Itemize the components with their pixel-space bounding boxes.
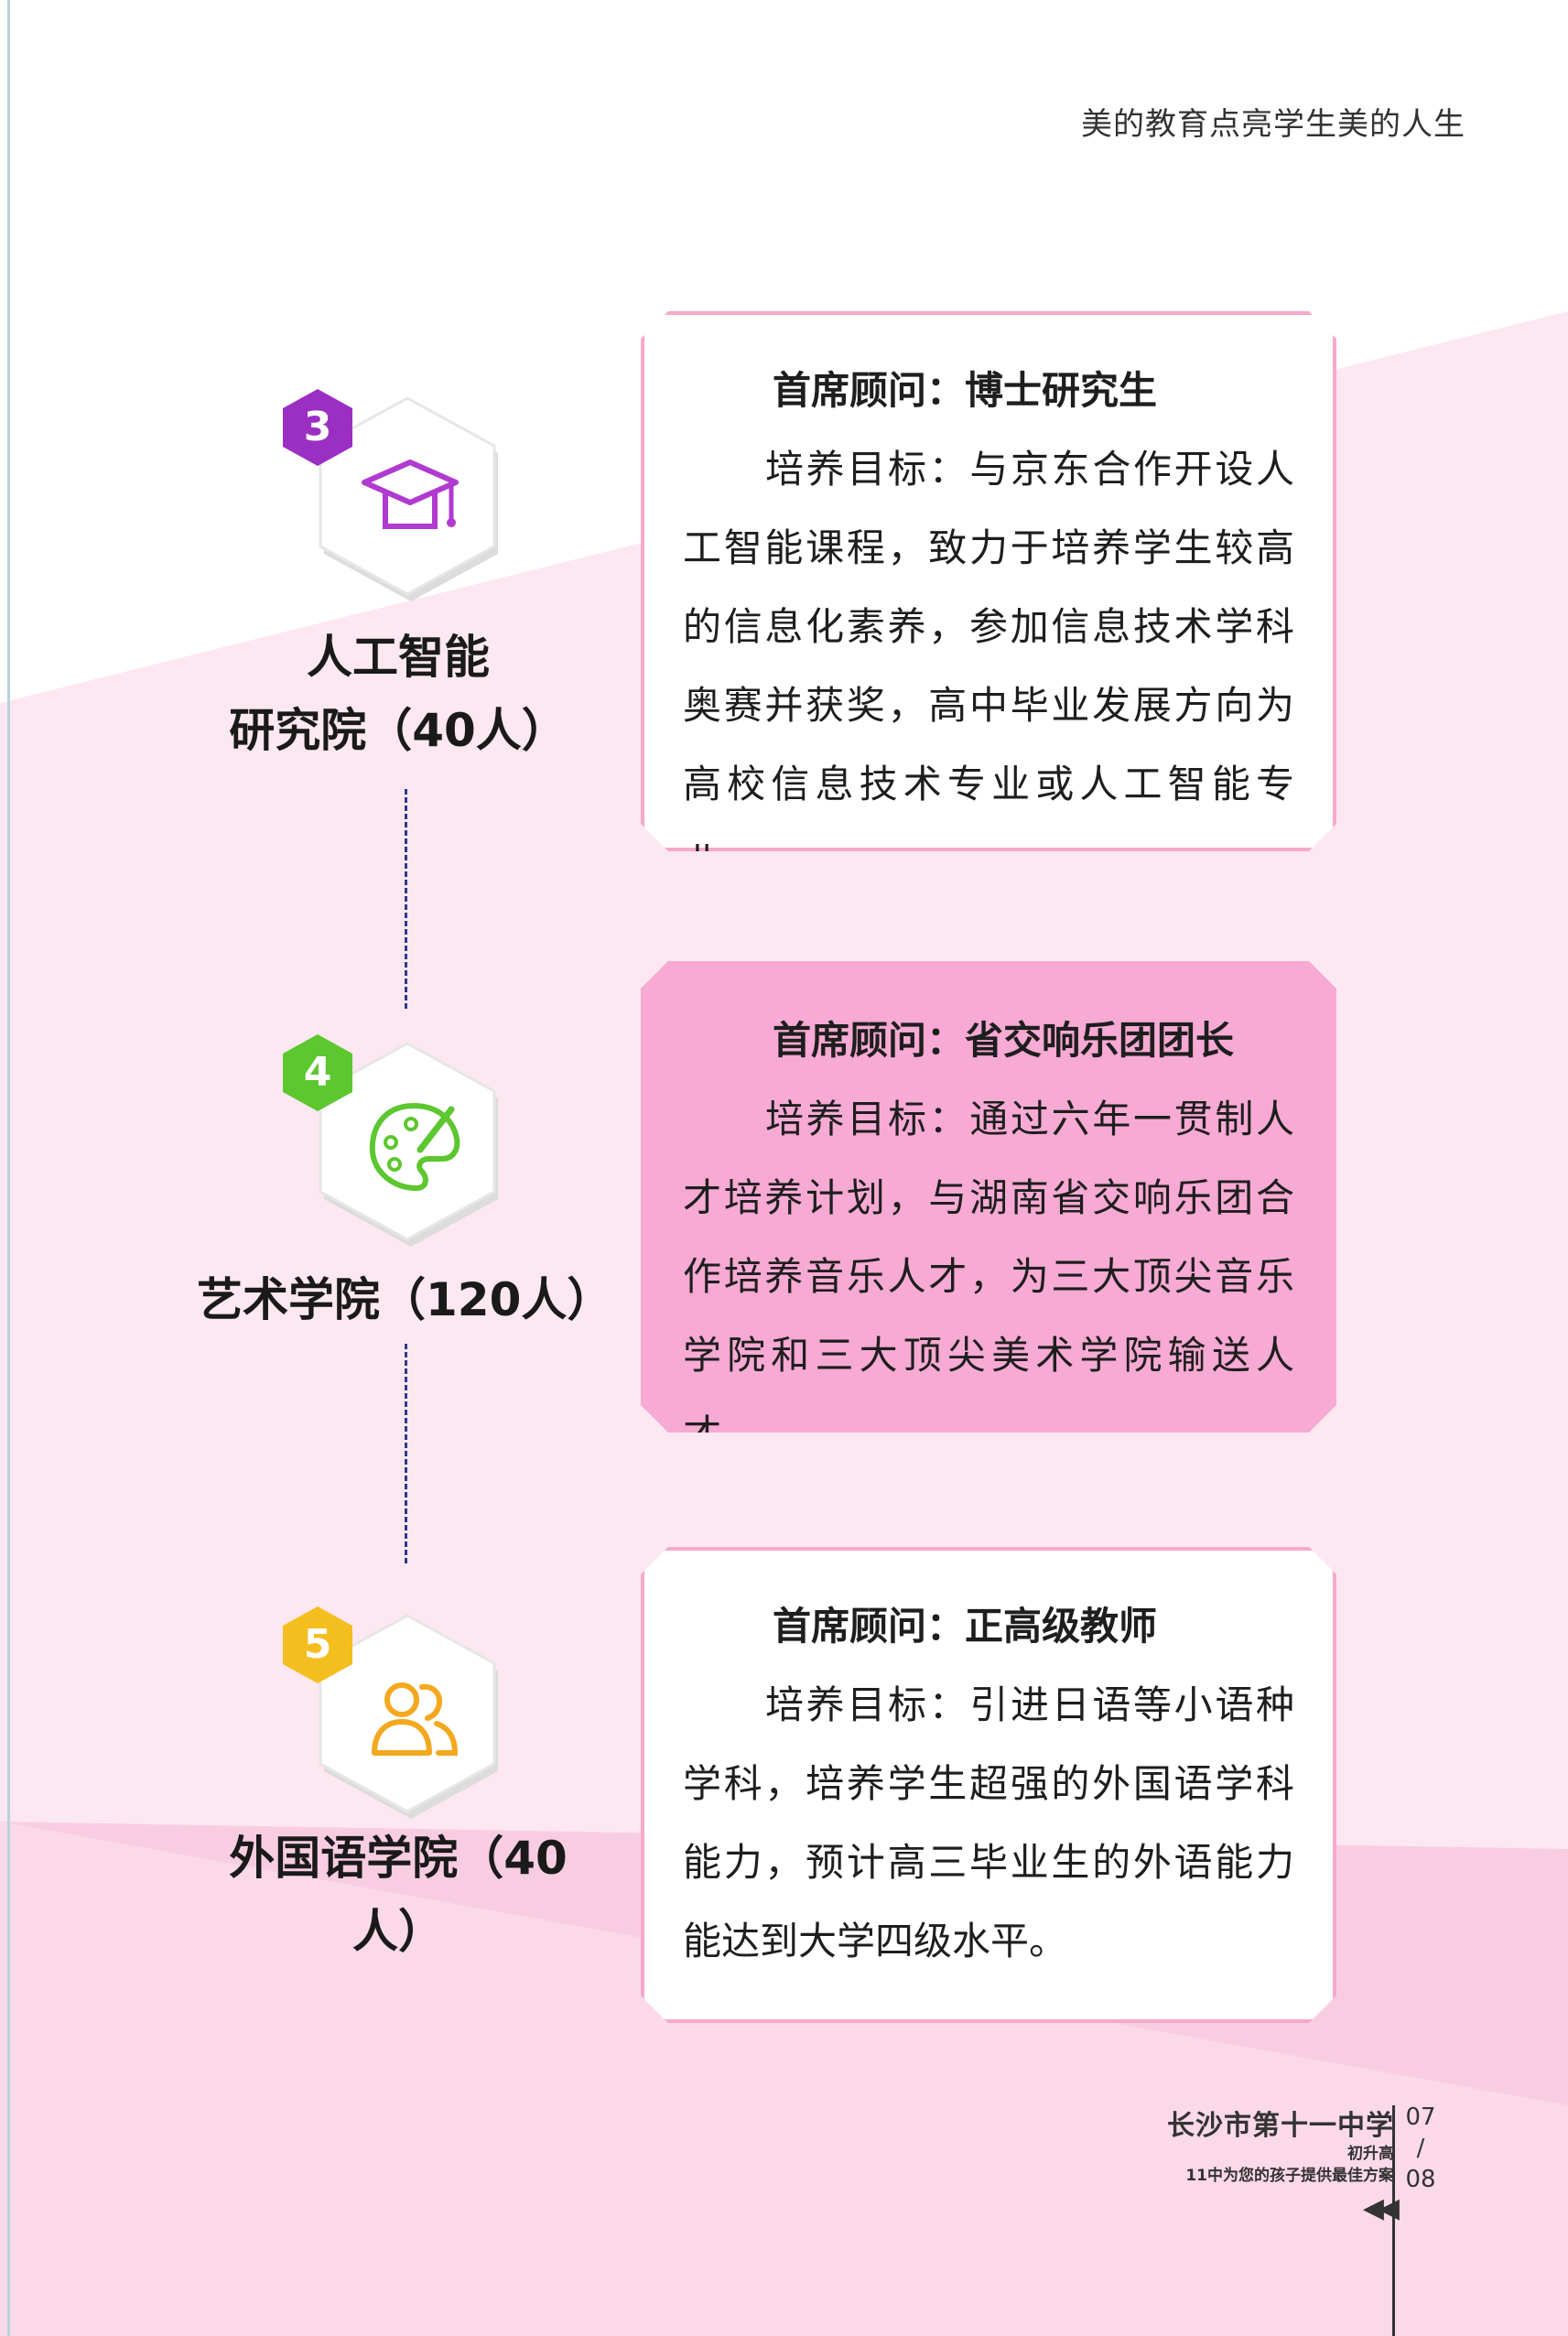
college-name-line1: 人工智能 (307, 631, 490, 684)
card-foreign-language-college: 首席顾问：正高级教师 培养目标：引进日语等小语种学科，培养学生超强的外国语学科能… (641, 1547, 1336, 2023)
college-badge-foreign-language: 5 (279, 1597, 554, 1872)
college-badge-art: 4 (279, 1025, 554, 1300)
goal-text: 培养目标：通过六年一贯制人才培养计划，与湖南省交响乐团合作培养音乐人才，为三大顶… (683, 1097, 1294, 1378)
page-number-right: 08 (1405, 2166, 1436, 2193)
college-name-line2: 研究院（40人） (229, 704, 568, 757)
college-badge-ai: 3 (279, 380, 554, 654)
footer-school-name: 长沙市第十一中学 (1167, 2110, 1394, 2142)
badge-number: 3 (303, 404, 332, 450)
connector-dash (405, 1344, 407, 1563)
page-numbers: 07 / 08 (1402, 2102, 1439, 2195)
college-name-line1: 艺术学院（120人） (197, 1273, 613, 1326)
college-name-line1: 外国语学院（40人） (229, 1832, 568, 1958)
page-number-separator: / (1416, 2135, 1425, 2162)
header-slogan: 美的教育点亮学生美的人生 (1081, 106, 1465, 143)
card-ai-institute: 首席顾问：博士研究生 培养目标：与京东合作开设人工智能课程，致力于培养学生较高的… (641, 311, 1336, 851)
page-number-left: 07 (1405, 2103, 1436, 2131)
footer-divider (1392, 2105, 1395, 2336)
connector-dash (405, 789, 407, 1009)
footer: 长沙市第十一中学 初升高 11中为您的孩子提供最佳方案 ◀◀ (1167, 2103, 1400, 2224)
badge-number: 5 (303, 1621, 332, 1668)
advisor-text: 首席顾问：正高级教师 (773, 1604, 1158, 1649)
advisor-text: 首席顾问：省交响乐团团长 (773, 1018, 1235, 1063)
page-edge-line (7, 0, 10, 2336)
footer-subtitle-2: 11中为您的孩子提供最佳方案 (1185, 2167, 1394, 2185)
footer-subtitle-1: 初升高 (1347, 2145, 1394, 2163)
rewind-arrows-icon: ◀◀ (1362, 2192, 1400, 2224)
goal-text: 培养目标：与京东合作开设人工智能课程，致力于培养学生较高的信息化素养，参加信息技… (683, 447, 1294, 806)
card-art-college: 首席顾问：省交响乐团团长 培养目标：通过六年一贯制人才培养计划，与湖南省交响乐团… (641, 961, 1336, 1433)
college-name-ai: 人工智能 研究院（40人） (215, 621, 581, 767)
college-name-art: 艺术学院（120人） (197, 1263, 613, 1336)
advisor-text: 首席顾问：博士研究生 (773, 368, 1158, 413)
goal-text: 培养目标：引进日语等小语种学科，培养学生超强的外国语学科能力，预计高三毕业生的外… (683, 1682, 1294, 1963)
badge-number: 4 (303, 1049, 332, 1096)
college-name-foreign-language: 外国语学院（40人） (197, 1822, 600, 1968)
